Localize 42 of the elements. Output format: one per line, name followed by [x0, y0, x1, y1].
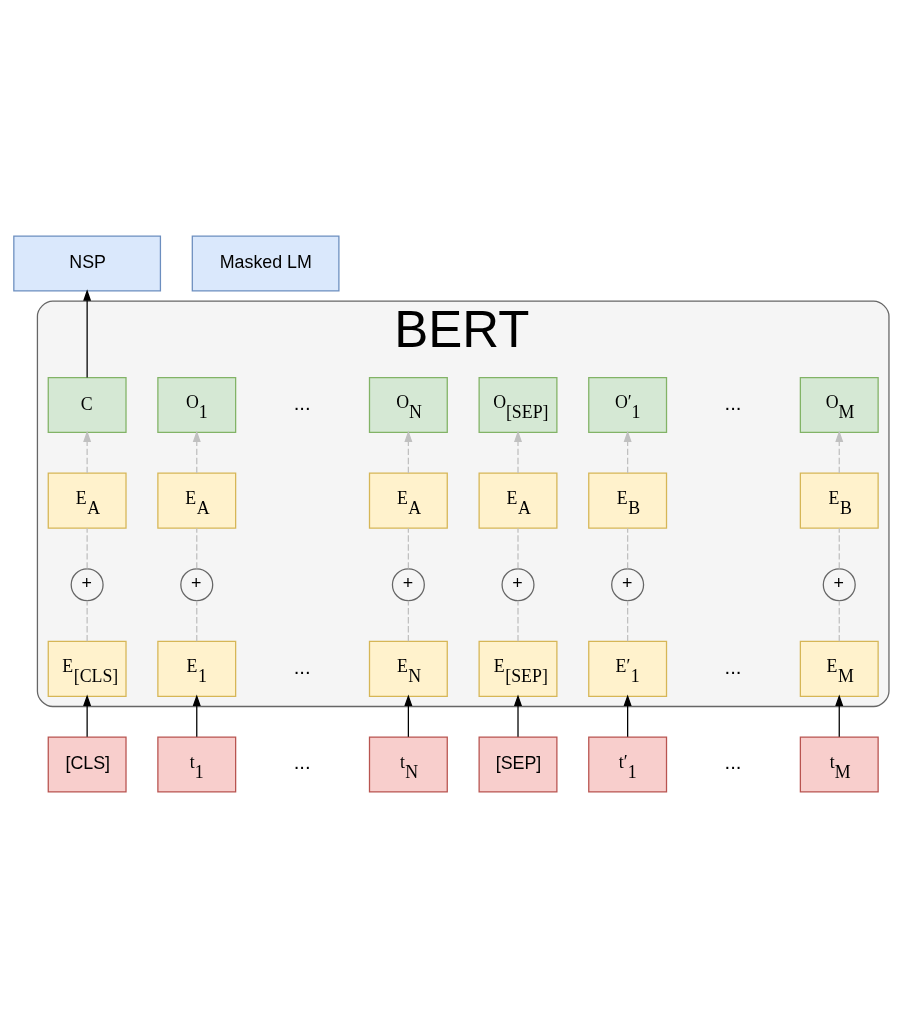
node-circle: + [391, 568, 425, 602]
arrow [404, 430, 413, 474]
connector [86, 600, 88, 642]
arrow [835, 694, 844, 738]
node-box: Masked LM [191, 235, 340, 292]
connector [517, 527, 519, 570]
arrow [404, 694, 413, 738]
connector [517, 600, 519, 642]
connector [86, 527, 88, 570]
node-box: [SEP] [478, 736, 558, 793]
label: ... [724, 391, 742, 414]
arrow [83, 694, 92, 738]
connector [627, 527, 629, 570]
connector [196, 527, 198, 570]
node-box: [CLS] [47, 736, 127, 793]
label: ... [293, 751, 311, 774]
arrow [192, 694, 201, 738]
arrow [514, 694, 523, 738]
node-circle: + [611, 568, 645, 602]
connector [838, 527, 840, 570]
arrow [192, 430, 201, 474]
label: ... [293, 655, 311, 678]
connector [407, 600, 409, 642]
node-box: C [47, 376, 127, 434]
arrow [83, 430, 92, 474]
connector [407, 527, 409, 570]
node-circle: + [180, 568, 214, 602]
node-circle: + [822, 568, 856, 602]
connector [627, 600, 629, 642]
label: ... [724, 655, 742, 678]
arrow [83, 289, 92, 379]
label: ... [724, 751, 742, 774]
arrow [623, 430, 632, 474]
arrow [623, 694, 632, 738]
connector [196, 600, 198, 642]
arrow [835, 430, 844, 474]
arrow [514, 430, 523, 474]
node-circle: + [501, 568, 535, 602]
node-box: NSP [13, 235, 162, 292]
node-circle: + [70, 568, 104, 602]
label: ... [293, 391, 311, 414]
connector [838, 600, 840, 642]
